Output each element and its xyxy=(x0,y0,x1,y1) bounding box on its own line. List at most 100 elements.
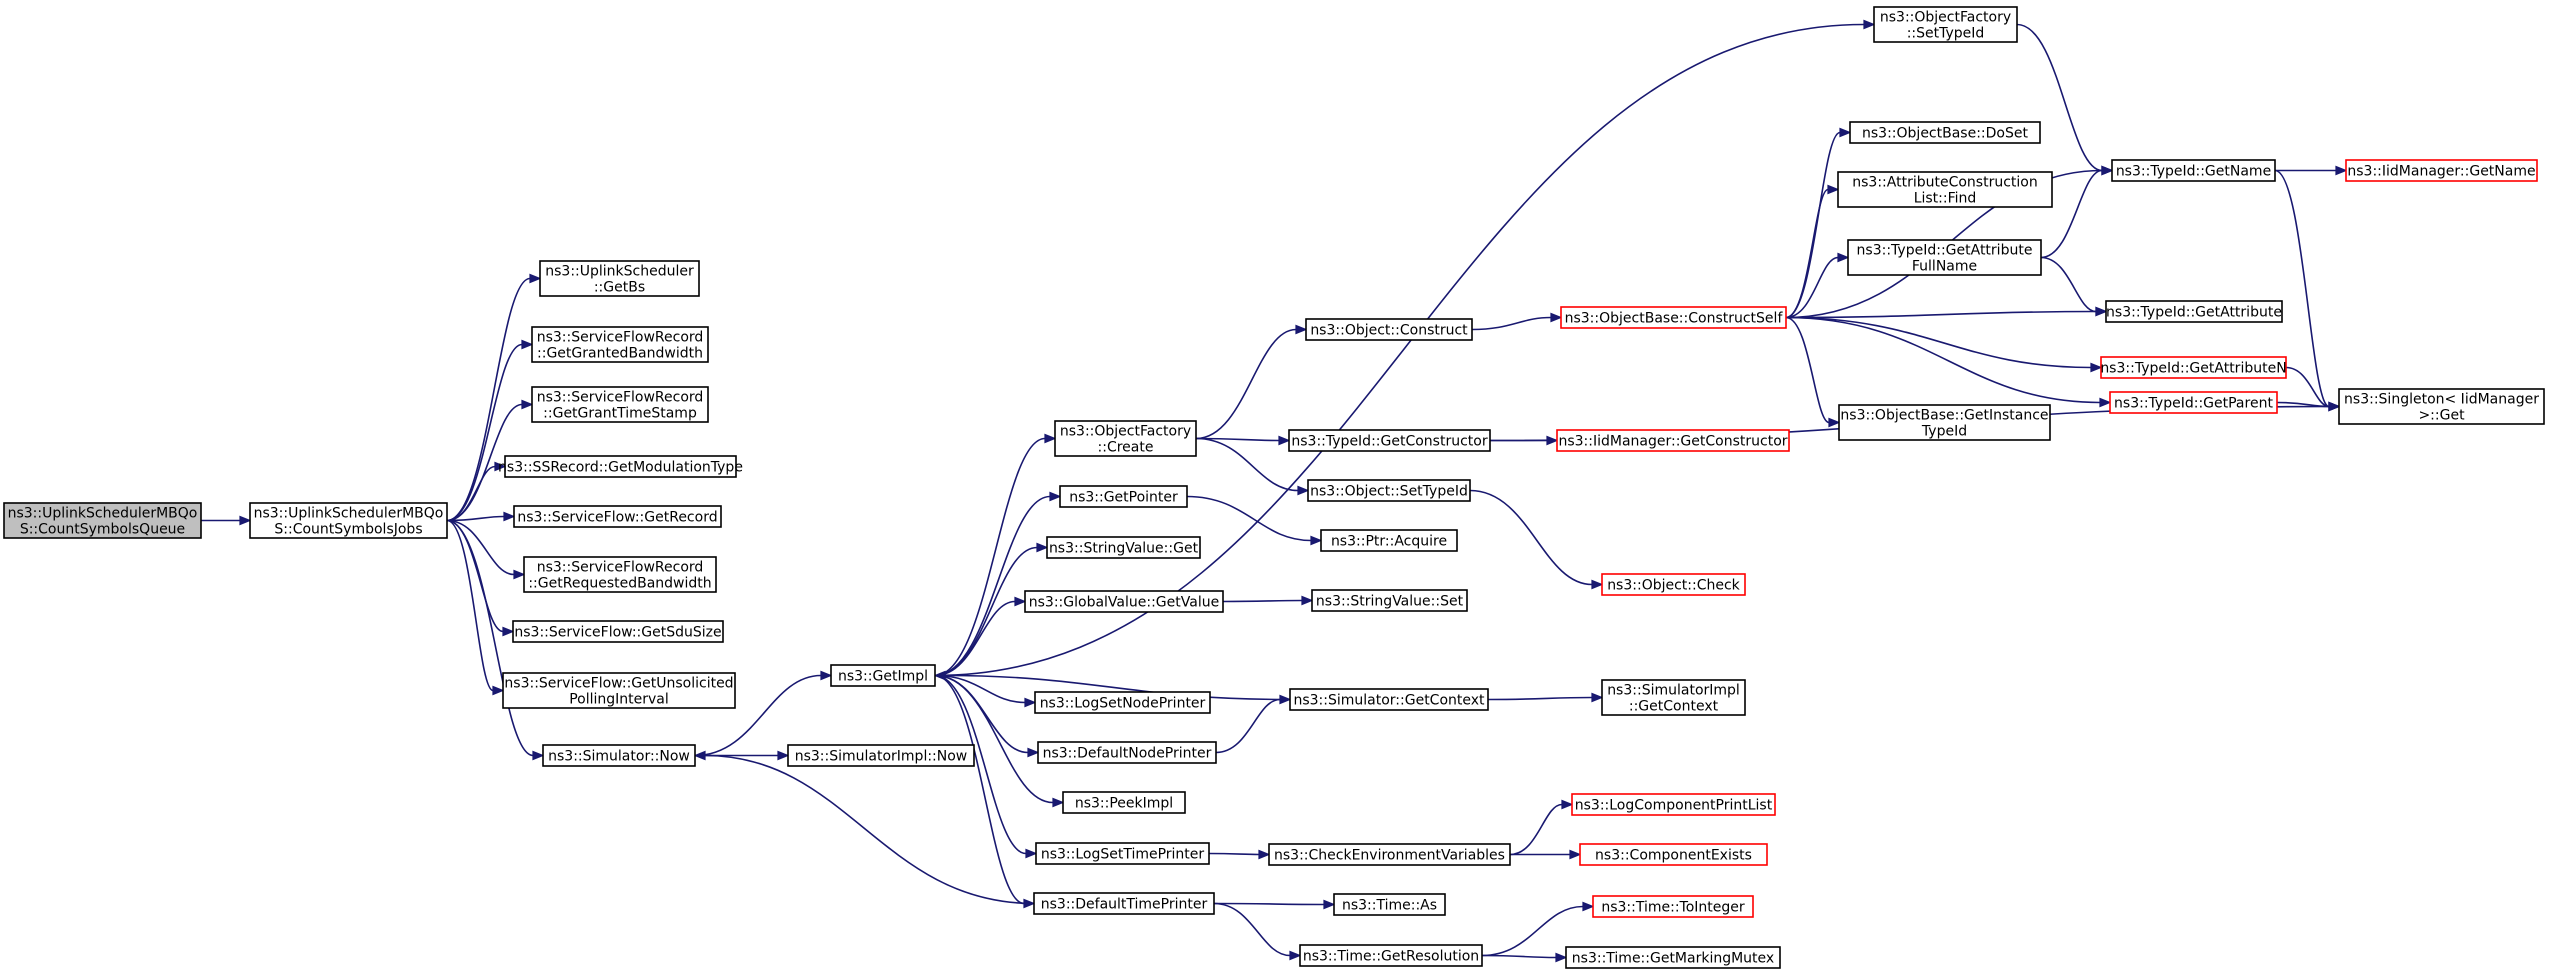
node-objconst[interactable]: ns3::Object::Construct xyxy=(1305,318,1473,341)
node-label: ns3::ObjectFactory xyxy=(1880,10,2011,26)
node-gvgv[interactable]: ns3::GlobalValue::GetValue xyxy=(1024,590,1224,613)
edge-obcs-to-tigafn xyxy=(1785,252,1850,319)
node-box xyxy=(513,505,722,528)
node-label: ns3::IidManager::GetName xyxy=(2347,164,2535,180)
node-ofsti[interactable]: ns3::ObjectFactory::SetTypeId xyxy=(1873,6,2018,43)
edge-getimpl-to-lstp xyxy=(934,674,1038,859)
node-box xyxy=(504,455,737,478)
node-dtp[interactable]: ns3::DefaultTimePrinter xyxy=(1033,892,1215,915)
node-label: ns3::ObjectBase::GetInstance xyxy=(1840,408,2048,424)
node-gsdu[interactable]: ns3::ServiceFlow::GetSduSize xyxy=(512,620,724,643)
node-lstp[interactable]: ns3::LogSetTimePrinter xyxy=(1035,842,1210,865)
edge-line xyxy=(1469,489,1593,586)
node-sfgr[interactable]: ns3::ServiceFlow::GetRecord xyxy=(513,505,722,528)
node-box xyxy=(512,620,724,643)
node-objcheck[interactable]: ns3::Object::Check xyxy=(1601,573,1746,596)
node-getptr[interactable]: ns3::GetPointer xyxy=(1059,485,1188,508)
node-lcpl[interactable]: ns3::LogComponentPrintList xyxy=(1571,793,1776,816)
node-tiga[interactable]: ns3::TypeId::GetAttribute xyxy=(2105,300,2283,323)
node-timegr[interactable]: ns3::Time::GetResolution xyxy=(1299,944,1483,967)
node-box xyxy=(1565,946,1781,969)
node-cev[interactable]: ns3::CheckEnvironmentVariables xyxy=(1268,843,1511,866)
node-iigc[interactable]: ns3::IidManager::GetConstructor xyxy=(1556,429,1790,452)
edge-line xyxy=(2040,169,2103,259)
node-label: ns3::UplinkSchedulerMBQo xyxy=(254,506,444,522)
node-grb[interactable]: ns3::ServiceFlowRecord::GetRequestedBand… xyxy=(523,556,717,593)
node-label: ns3::Ptr::Acquire xyxy=(1331,534,1447,550)
node-svset[interactable]: ns3::StringValue::Set xyxy=(1311,589,1468,612)
node-ssr[interactable]: ns3::SSRecord::GetModulationType xyxy=(498,455,743,478)
node-box xyxy=(1333,893,1446,916)
node-box xyxy=(2109,391,2278,414)
nodes-layer: ns3::UplinkSchedulerMBQoS::CountSymbolsQ… xyxy=(3,6,2545,969)
edge-cev-to-ce xyxy=(1510,849,1582,860)
edge-obcs-to-tigan xyxy=(1785,316,2103,373)
node-box xyxy=(539,260,700,297)
node-toint[interactable]: ns3::Time::ToInteger xyxy=(1592,895,1754,918)
edge-line xyxy=(1208,852,1260,856)
arrowhead-icon xyxy=(1289,950,1302,961)
node-obcs[interactable]: ns3::ObjectBase::ConstructSelf xyxy=(1560,306,1787,329)
edge-dtp-to-simnow xyxy=(693,750,1035,905)
node-tigan[interactable]: ns3::TypeId::GetAttributeN xyxy=(2100,356,2287,379)
node-label: ns3::ServiceFlowRecord xyxy=(537,390,704,406)
node-tigc[interactable]: ns3::TypeId::GetConstructor xyxy=(1288,429,1491,452)
node-peek[interactable]: ns3::PeekImpl xyxy=(1062,791,1186,814)
edge-line xyxy=(934,437,1046,677)
node-osti[interactable]: ns3::Object::SetTypeId xyxy=(1307,479,1471,502)
node-ofcreate[interactable]: ns3::ObjectFactory::Create xyxy=(1054,420,1197,457)
node-siminow[interactable]: ns3::SimulatorImpl::Now xyxy=(787,744,975,767)
node-gupi[interactable]: ns3::ServiceFlow::GetUnsolicitedPollingI… xyxy=(502,672,736,709)
node-box xyxy=(1873,6,2018,43)
node-box xyxy=(1062,791,1186,814)
edge-csj-to-ssr xyxy=(446,461,507,522)
node-dnp[interactable]: ns3::DefaultNodePrinter xyxy=(1037,741,1217,764)
node-box xyxy=(1847,239,2042,276)
node-label: ns3::Singleton< IidManager xyxy=(2344,392,2539,408)
arrowhead-icon xyxy=(1582,901,1595,912)
edge-line xyxy=(934,674,1026,704)
node-ggts[interactable]: ns3::ServiceFlowRecord::GetGrantTimeStam… xyxy=(531,386,709,423)
node-box xyxy=(1054,420,1197,457)
node-singget[interactable]: ns3::Singleton< IidManager >::Get xyxy=(2338,388,2545,425)
node-timeas[interactable]: ns3::Time::As xyxy=(1333,893,1446,916)
node-ce[interactable]: ns3::ComponentExists xyxy=(1579,843,1768,866)
node-box xyxy=(1035,842,1210,865)
node-tigetname[interactable]: ns3::TypeId::GetName xyxy=(2111,159,2276,182)
node-gmm[interactable]: ns3::Time::GetMarkingMutex xyxy=(1565,946,1781,969)
node-label: TypeId xyxy=(1921,424,1967,440)
node-lsnp[interactable]: ns3::LogSetNodePrinter xyxy=(1034,691,1211,714)
node-getbs[interactable]: ns3::UplinkScheduler::GetBs xyxy=(539,260,700,297)
edge-line xyxy=(1785,316,2101,404)
node-ptracq[interactable]: ns3::Ptr::Acquire xyxy=(1320,529,1458,552)
node-svget[interactable]: ns3::StringValue::Get xyxy=(1046,536,1201,559)
edge-osti-to-objcheck xyxy=(1469,489,1604,590)
arrowhead-icon xyxy=(2328,401,2341,412)
arrowhead-icon xyxy=(820,670,833,681)
arrowhead-icon xyxy=(1569,849,1582,860)
node-ggb[interactable]: ns3::ServiceFlowRecord::GetGrantedBandwi… xyxy=(531,326,709,363)
node-simnow[interactable]: ns3::Simulator::Now xyxy=(542,744,696,767)
edge-ofcreate-to-tigc xyxy=(1195,435,1291,446)
arrowhead-icon xyxy=(1295,324,1308,335)
node-obdoset[interactable]: ns3::ObjectBase::DoSet xyxy=(1849,121,2041,144)
edge-csj-to-sfgr xyxy=(446,511,516,522)
edge-obcs-to-obgit xyxy=(1785,316,1841,428)
arrowhead-icon xyxy=(1044,433,1057,444)
node-simigc[interactable]: ns3::SimulatorImpl::GetContext xyxy=(1601,679,1746,716)
node-getimpl[interactable]: ns3::GetImpl xyxy=(830,664,936,687)
node-simgc[interactable]: ns3::Simulator::GetContext xyxy=(1289,688,1489,711)
edge-obcs-to-tigp xyxy=(1785,316,2112,408)
node-label: ::SetTypeId xyxy=(1907,26,1985,42)
node-iimgn[interactable]: ns3::IidManager::GetName xyxy=(2345,159,2538,182)
node-box xyxy=(1268,843,1511,866)
arrowhead-icon xyxy=(1591,692,1604,703)
node-box xyxy=(1320,529,1458,552)
node-tigp[interactable]: ns3::TypeId::GetParent xyxy=(2109,391,2278,414)
node-csj[interactable]: ns3::UplinkSchedulerMBQoS::CountSymbolsJ… xyxy=(249,502,448,539)
node-box xyxy=(542,744,696,767)
